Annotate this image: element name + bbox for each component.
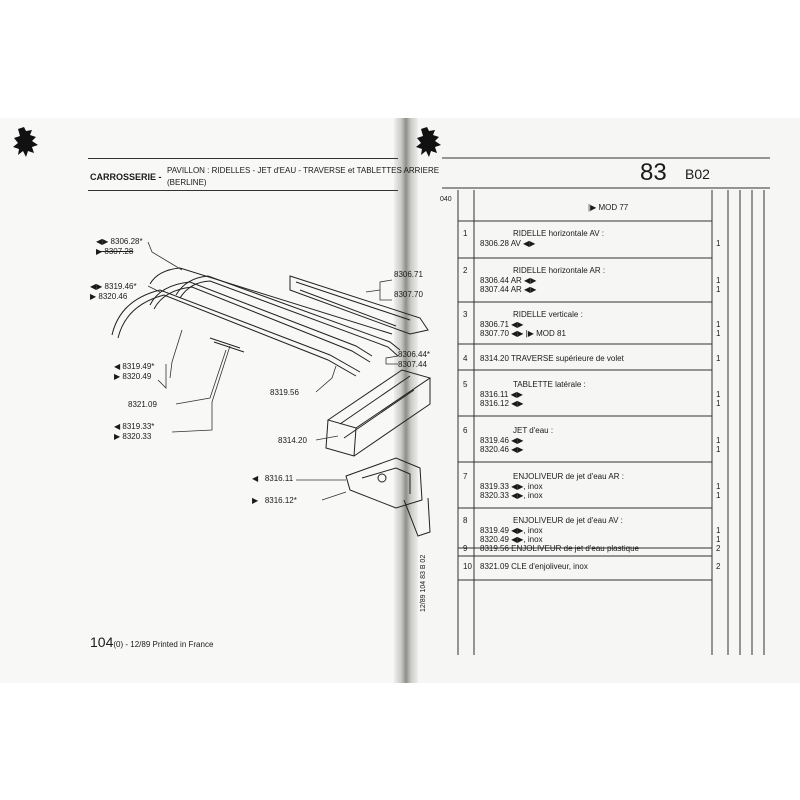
peugeot-lion-icon — [13, 127, 38, 157]
section-number: 83 — [640, 159, 667, 186]
header-rule-bottom — [88, 190, 398, 191]
callout-8307-44: 8307.44 — [398, 360, 427, 369]
callout-8306-71: 8306.71 — [394, 270, 423, 279]
mod-header-label: MOD 77 — [598, 203, 629, 212]
callout-8319-56: 8319.56 — [270, 388, 299, 397]
callout-8307-70: 8307.70 — [394, 290, 423, 299]
side-reference: 12/89 104 83 B 02 — [420, 554, 427, 612]
callout-8321-09: 8321.09 — [128, 400, 157, 409]
peugeot-lion-icon-right — [416, 127, 441, 157]
callout-8319-33: ◀ 8319.33* — [114, 422, 155, 431]
rail-8306-28 — [111, 289, 361, 373]
footer-page-number: 104 — [90, 634, 114, 650]
callout-8306-44: 8306.44* — [398, 350, 431, 359]
callout-8319-49: ◀ 8319.49* — [114, 362, 155, 371]
callout-8320-49: ▶ 8320.49 — [114, 372, 152, 381]
column-marker: 040 — [440, 196, 452, 203]
mod-header: |▶ MOD 77 — [588, 203, 629, 212]
callout-8307-28: ▶ 8307.28 — [96, 247, 134, 256]
callout-8320-33: ▶ 8320.33 — [114, 432, 152, 441]
left-page — [0, 118, 404, 683]
footer-info: (0) - 12/89 Printed in France — [113, 640, 214, 649]
footer: 104(0) - 12/89 Printed in France — [90, 634, 213, 653]
header-prefix: CARROSSERIE - — [90, 172, 162, 182]
header-subtitle: (BERLINE) — [167, 178, 207, 187]
callout-8316-12: ▶ 8316.12* — [252, 496, 297, 505]
header-rule-top — [88, 158, 398, 159]
callout-8306-28: ◀▶ 8306.28* — [96, 237, 143, 246]
header-title: PAVILLON : RIDELLES - JET d'EAU - TRAVER… — [167, 166, 440, 175]
callout-8320-46: ▶ 8320.46 — [90, 292, 128, 301]
callout-8316-11: ◀ 8316.11 — [252, 474, 294, 483]
callout-8314-20: 8314.20 — [278, 436, 307, 445]
callout-8319-46: ◀▶ 8319.46* — [90, 282, 137, 291]
leader-8306-28 — [147, 241, 183, 271]
section-code: B02 — [685, 166, 710, 182]
right-page — [410, 118, 800, 683]
